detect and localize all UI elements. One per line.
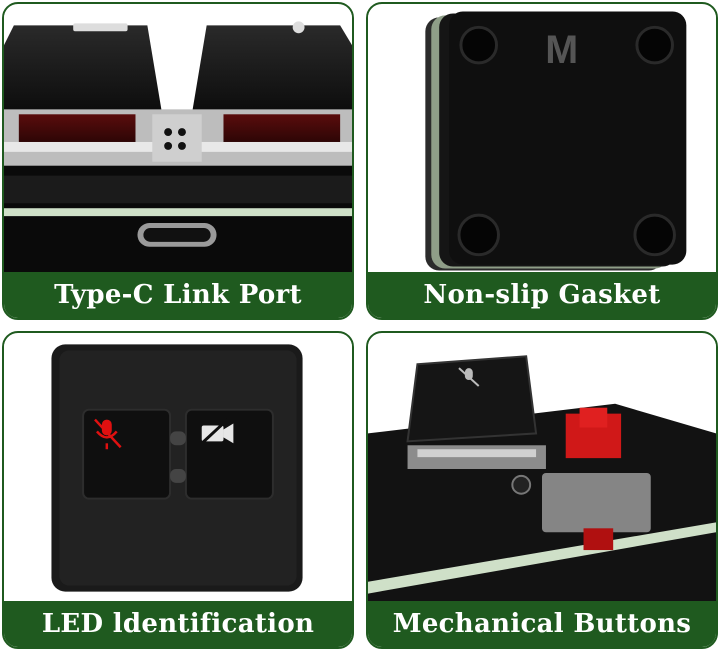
type-c-port-closeup-image	[4, 5, 352, 275]
muted-mic-icon	[94, 418, 122, 450]
gasket-key-letter: M	[545, 28, 578, 72]
caption-non-slip-gasket: Non-slip Gasket	[368, 272, 716, 318]
caption-led-identification: LED ldentification	[4, 601, 352, 647]
caption-mechanical-buttons: Mechanical Buttons	[368, 601, 716, 647]
caption-type-c-link-port: Type-C Link Port	[4, 272, 352, 318]
panel-type-c-link-port: Type-C Link Port	[2, 2, 354, 320]
panel-non-slip-gasket: M Non-slip Gasket	[366, 2, 718, 320]
panel-led-identification: LED ldentification	[2, 331, 354, 649]
mechanical-buttons-image	[368, 334, 716, 604]
camera-off-icon	[198, 418, 234, 447]
led-identification-image	[4, 334, 352, 604]
panel-mechanical-buttons: Mechanical Buttons	[366, 331, 718, 649]
non-slip-gasket-image: M	[368, 5, 716, 275]
muted-mic-icon-keycap	[458, 367, 480, 387]
